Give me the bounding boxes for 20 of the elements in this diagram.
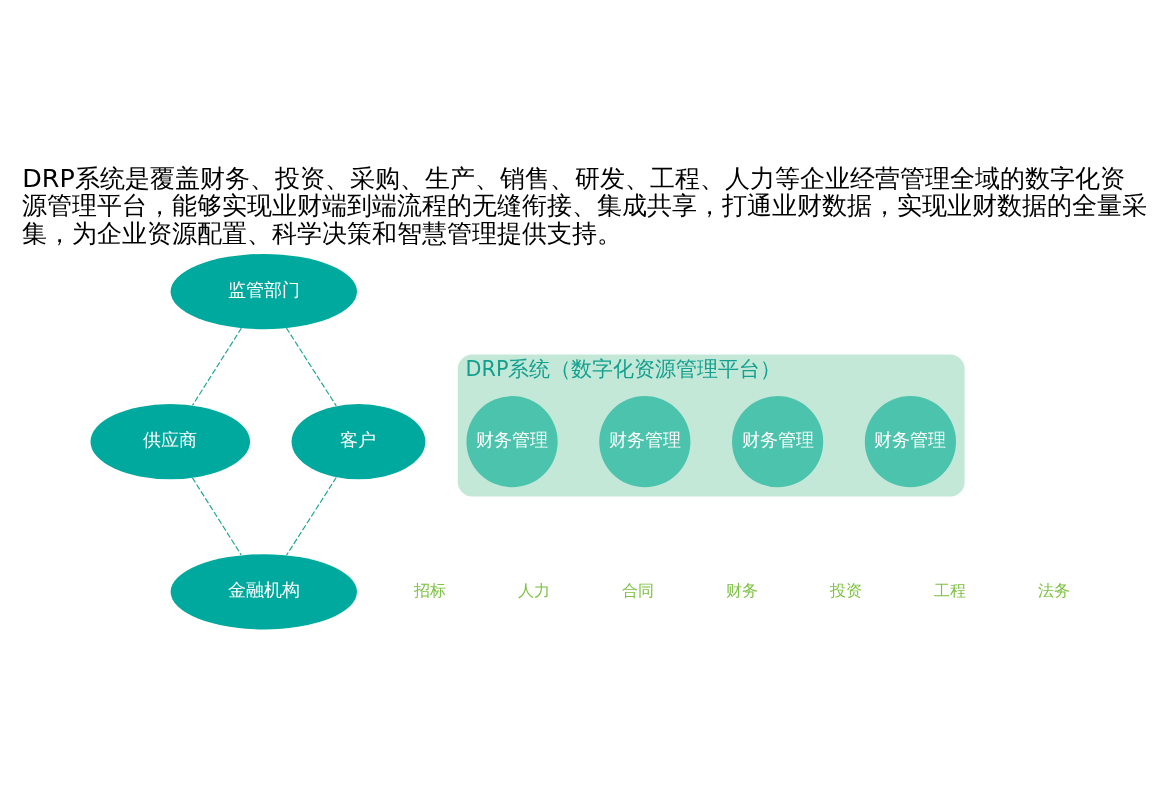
label: 合同 bbox=[621, 581, 654, 601]
connector bbox=[285, 327, 337, 407]
node-circle: 财务管理 bbox=[732, 396, 824, 488]
label: 投资 bbox=[829, 581, 862, 601]
node-circle: 财务管理 bbox=[599, 396, 691, 488]
label: 财务 bbox=[725, 581, 758, 601]
label: 法务 bbox=[1037, 581, 1070, 601]
diagram-title: DRP系统是覆盖财务、投资、采购、生产、销售、研发、工程、人力等企业经营管理全域的数字化资源管理平台，能够实现业财端到端流程的无缝衔接、集成共享，打通业财数据，实现业财数据的全量采集，为企业资源配置、科学决策和智慧管理提供支持。 bbox=[22, 162, 1148, 248]
label: 人力 bbox=[517, 581, 550, 601]
node-circle: 财务管理 bbox=[466, 396, 558, 488]
connector bbox=[191, 477, 242, 556]
node-ellipse: 监管部门 bbox=[170, 253, 357, 330]
node-circle: 财务管理 bbox=[864, 396, 956, 488]
node-ellipse: 供应商 bbox=[90, 404, 251, 480]
label: 招标 bbox=[414, 581, 447, 601]
connector bbox=[285, 476, 337, 556]
node-ellipse: 客户 bbox=[291, 404, 426, 480]
connector bbox=[191, 327, 242, 406]
label: 工程 bbox=[933, 581, 966, 601]
node-ellipse: 金融机构 bbox=[170, 554, 357, 630]
